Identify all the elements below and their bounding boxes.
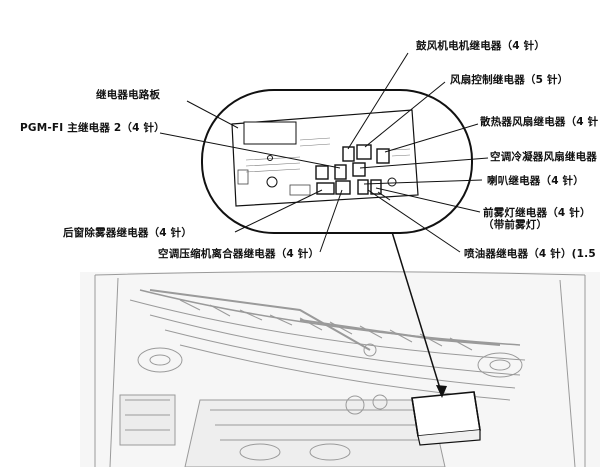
relay-pgm-fi (334, 164, 347, 180)
label-fan-control-relay: 风扇控制继电器（5 针） (450, 74, 569, 86)
leader-lines (159, 52, 489, 253)
detail-callout-line (391, 231, 443, 396)
label-ac-condenser-fan-relay: 空调冷凝器风扇继电器 (490, 151, 597, 163)
relay-radiator-fan (376, 148, 390, 164)
relay-horn (357, 179, 369, 195)
label-injector-relay: 喷油器继电器（4 针）(1.5 (464, 248, 596, 260)
label-ac-clutch-relay: 空调压缩机离合器继电器（4 针） (158, 248, 320, 260)
relay-ac-condenser-fan (352, 162, 366, 177)
detail-callout-arrowhead (436, 385, 447, 398)
underhood-relay-box (411, 391, 481, 446)
label-front-fog-relay-note: （带前雾灯） (483, 219, 548, 231)
relay-front-fog (370, 179, 382, 195)
engine-bay-illustration (80, 271, 600, 467)
relay-blower-motor (342, 146, 355, 162)
label-radiator-fan-relay: 散热器风扇继电器（4 针 (480, 116, 599, 128)
label-horn-relay: 喇叭继电器（4 针） (487, 175, 584, 187)
relay-ac-clutch (335, 180, 351, 195)
label-rear-defogger-relay: 后窗除雾器继电器（4 针） (63, 227, 193, 239)
label-blower-motor-relay: 鼓风机电机继电器（4 针） (416, 40, 546, 52)
relay-injector (315, 165, 329, 180)
label-pgm-fi-main-relay: PGM-FI 主继电器 2（4 针） (20, 122, 165, 134)
relay-board-detail (159, 52, 489, 253)
relay-rear-defogger (316, 182, 335, 195)
label-relay-board: 继电器电路板 (96, 89, 161, 101)
label-front-fog-relay: 前雾灯继电器（4 针） (483, 207, 591, 219)
relay-fan-control (356, 144, 372, 160)
